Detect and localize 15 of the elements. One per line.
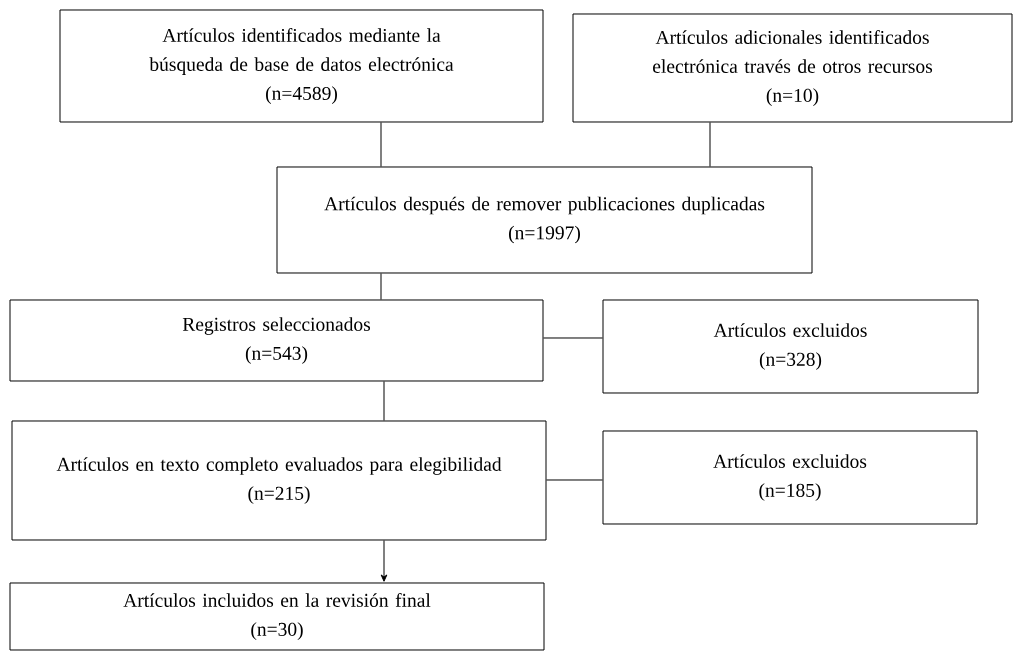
process-box: Artículos incluidos en la revisión final (n=30) — [9, 582, 545, 651]
process-box: Artículos identificados mediante la búsqueda de base de datos electrónica (n=4589) — [59, 9, 544, 123]
connector — [380, 122, 382, 167]
connector — [709, 122, 711, 167]
connector — [543, 337, 603, 339]
process-box: Artículos excluidos (n=185) — [602, 430, 978, 525]
process-box: Artículos excluidos (n=328) — [602, 299, 979, 394]
process-box: Artículos después de remover publicaciones duplicadas (n=1997) — [276, 166, 813, 274]
connector — [546, 479, 603, 481]
connector — [383, 381, 385, 421]
process-box: Artículos en texto completo evaluados para elegibilidad (n=215) — [11, 420, 547, 541]
connector — [380, 540, 388, 582]
process-box: Registros seleccionados (n=543) — [9, 299, 544, 382]
process-box: Artículos adicionales identificados electrónica través de otros recursos (n=10) — [572, 13, 1013, 123]
connector — [380, 273, 382, 300]
